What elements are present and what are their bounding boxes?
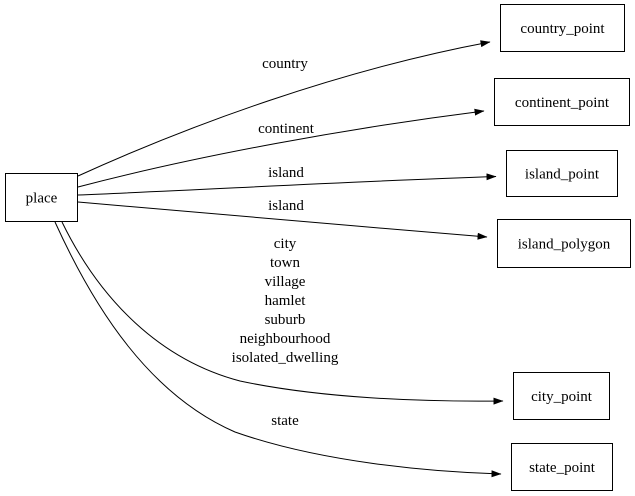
edge-place-island_point — [77, 173, 497, 196]
node-continent-point-box — [494, 78, 630, 126]
nodes: place country_point continent_point isla… — [5, 4, 631, 491]
node-continent-point: continent_point — [494, 78, 630, 126]
node-place-label: place — [26, 191, 58, 207]
node-island-polygon-label: island_polygon — [518, 237, 611, 253]
edge-label-continent: continent — [258, 121, 315, 137]
edge-label-line-isolated-dwelling: isolated_dwelling — [232, 350, 339, 366]
node-city-point-label: city_point — [531, 389, 593, 405]
node-island-point-box — [506, 150, 618, 197]
edge-label-island-polygon: island — [268, 198, 304, 214]
edge-label-line-suburb: suburb — [265, 312, 306, 328]
node-island-polygon-box — [497, 219, 631, 268]
edge-label-line-village: village — [265, 274, 306, 290]
node-state-point: state_point — [511, 443, 613, 491]
edge-place-island_polygon — [77, 201, 488, 240]
edge-place-country_point — [77, 40, 491, 177]
node-city-point-box — [513, 372, 610, 420]
node-city-point: city_point — [513, 372, 610, 420]
node-state-point-box — [511, 443, 613, 491]
edge-place-continent_point — [77, 108, 485, 188]
edge-label-line-town: town — [270, 255, 301, 271]
node-island-polygon: island_polygon — [497, 219, 631, 268]
edge-label-state: state — [271, 413, 299, 429]
edge-labels: country continent island island city tow… — [232, 56, 339, 429]
edge-label-line-neighbourhood: neighbourhood — [240, 331, 331, 347]
node-place: place — [5, 173, 78, 222]
edge-label-island-point: island — [268, 165, 304, 181]
edge-label-line-hamlet: hamlet — [265, 293, 307, 309]
node-country-point-box — [500, 4, 625, 52]
edge-place-city_point — [61, 221, 504, 405]
node-country-point: country_point — [500, 4, 625, 52]
edge-label-line-city: city — [274, 236, 297, 252]
node-island-point: island_point — [506, 150, 618, 197]
edge-label-country: country — [262, 56, 308, 72]
node-country-point-label: country_point — [520, 21, 605, 37]
edges — [54, 40, 504, 478]
node-continent-point-label: continent_point — [515, 95, 610, 111]
node-island-point-label: island_point — [525, 167, 600, 183]
edge-place-state_point — [54, 221, 502, 478]
node-state-point-label: state_point — [529, 460, 596, 476]
node-place-box — [5, 173, 78, 222]
edge-label-city-multiline: city town village hamlet suburb neighbou… — [232, 236, 339, 366]
